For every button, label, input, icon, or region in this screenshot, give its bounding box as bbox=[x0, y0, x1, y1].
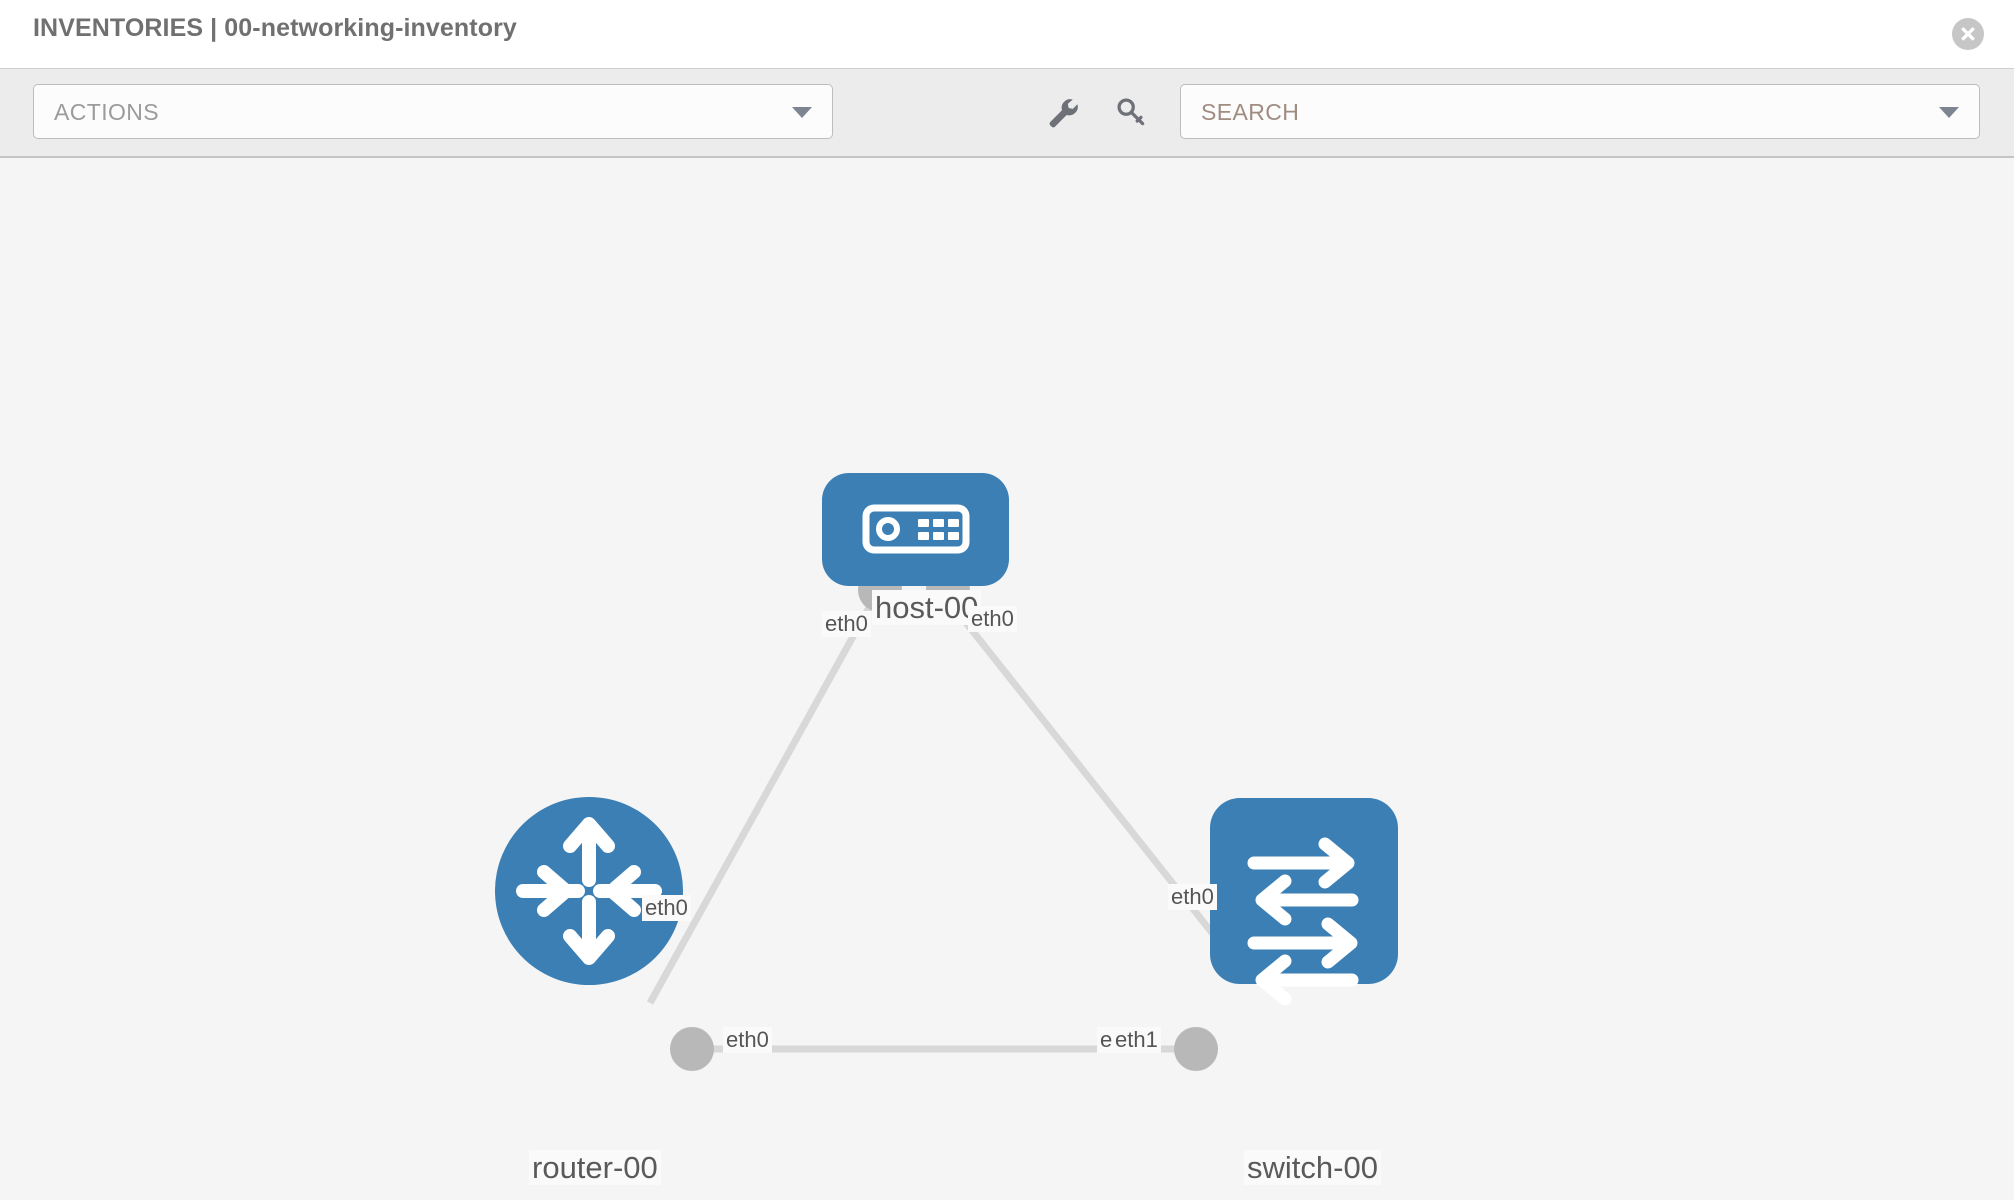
close-icon[interactable] bbox=[1952, 18, 1984, 50]
router-arrows-icon bbox=[516, 817, 662, 965]
node-host-00[interactable] bbox=[822, 473, 1009, 586]
node-label-host-00: host-00 bbox=[872, 590, 982, 625]
link-host-router bbox=[646, 593, 880, 1005]
topology-graph bbox=[495, 473, 1398, 1071]
port-router-eth0 bbox=[670, 1027, 714, 1071]
iface-label-router-eth0: eth0 bbox=[723, 1027, 772, 1053]
iface-label-router-uplink: eth0 bbox=[642, 895, 691, 921]
link-layer bbox=[646, 592, 1235, 1053]
search-input[interactable]: SEARCH bbox=[1180, 84, 1980, 139]
page-header: INVENTORIES | 00-networking-inventory bbox=[0, 0, 2014, 68]
iface-label-host-left: eth0 bbox=[822, 611, 871, 637]
page-title: INVENTORIES | 00-networking-inventory bbox=[33, 14, 517, 42]
iface-label-switch-eth1: eth1 bbox=[1112, 1027, 1161, 1053]
node-label-switch-00: switch-00 bbox=[1244, 1150, 1381, 1185]
actions-dropdown-label: ACTIONS bbox=[54, 99, 160, 125]
node-label-router-00: router-00 bbox=[529, 1150, 661, 1185]
node-router-00[interactable] bbox=[495, 797, 683, 985]
port-layer bbox=[670, 568, 1258, 1071]
chevron-down-icon[interactable] bbox=[1939, 107, 1959, 118]
key-icon[interactable] bbox=[1110, 91, 1152, 133]
toolbar: ACTIONS SEARCH bbox=[0, 68, 2014, 158]
switch-arrows-icon bbox=[1247, 837, 1359, 1006]
iface-label-switch-uplink: eth0 bbox=[1168, 884, 1217, 910]
wrench-icon[interactable] bbox=[1042, 91, 1084, 133]
node-switch-00[interactable] bbox=[1210, 798, 1398, 1006]
chevron-down-icon bbox=[792, 107, 812, 118]
search-placeholder: SEARCH bbox=[1201, 99, 1300, 125]
server-icon bbox=[862, 504, 970, 554]
iface-label-host-right: eth0 bbox=[968, 606, 1017, 632]
topology-canvas[interactable]: host-00 router-00 switch-00 eth0 eth0 et… bbox=[0, 158, 2014, 1200]
actions-dropdown[interactable]: ACTIONS bbox=[33, 84, 833, 139]
port-switch-eth1 bbox=[1174, 1027, 1218, 1071]
